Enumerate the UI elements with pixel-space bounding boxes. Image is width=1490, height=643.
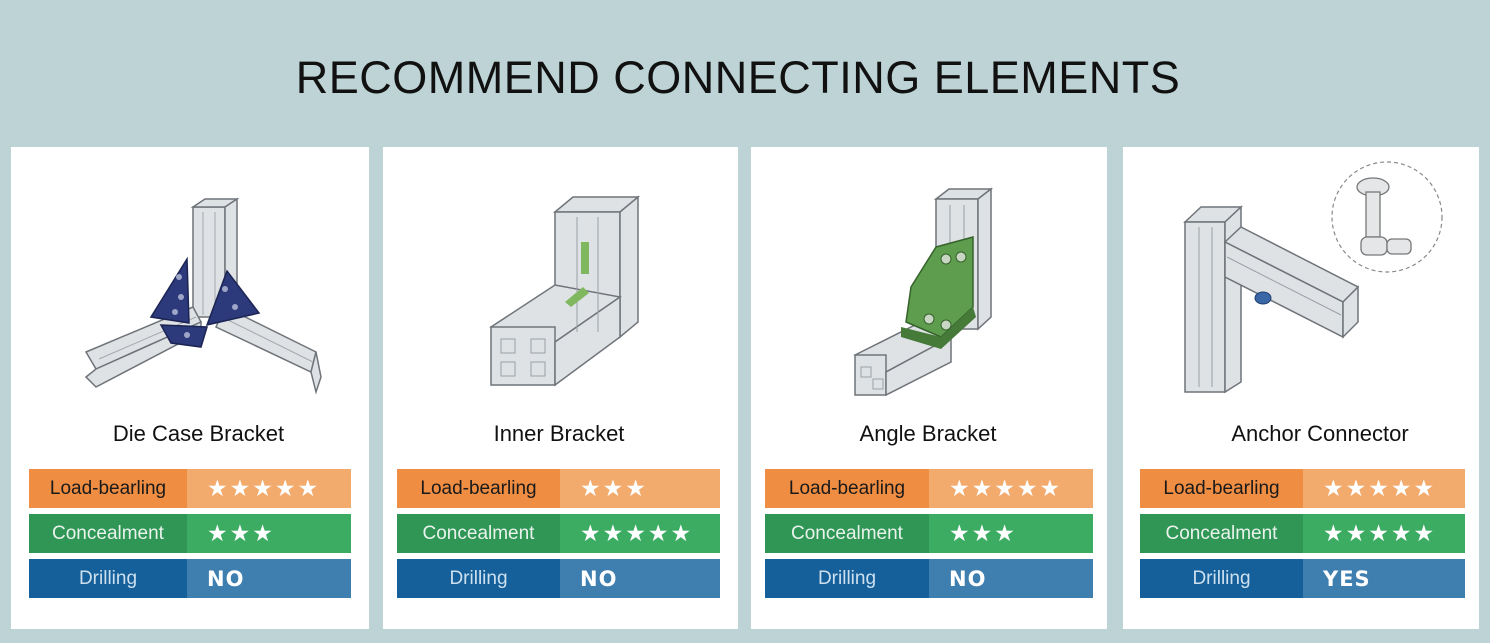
- drilling-row: Drilling NO: [765, 559, 1093, 598]
- load-bearing-row: Load-bearling ★★★: [397, 469, 720, 508]
- drilling-row: Drilling YES: [1140, 559, 1465, 598]
- drilling-label: Drilling: [765, 559, 929, 598]
- drilling-value: NO: [560, 559, 720, 598]
- concealment-label: Concealment: [765, 514, 929, 553]
- inner-bracket-image: [489, 195, 641, 387]
- drilling-label: Drilling: [29, 559, 187, 598]
- drilling-label: Drilling: [1140, 559, 1303, 598]
- load-bearing-rating: ★★★: [560, 469, 720, 508]
- product-card-inner-bracket: Inner Bracket Load-bearling ★★★ Concealm…: [383, 147, 738, 629]
- angle-bracket-image: [853, 187, 994, 397]
- concealment-row: Concealment ★★★: [29, 514, 351, 553]
- drilling-value: NO: [929, 559, 1093, 598]
- load-bearing-row: Load-bearling ★★★★★: [29, 469, 351, 508]
- product-name: Inner Bracket: [493, 421, 625, 446]
- concealment-rating: ★★★★★: [1303, 514, 1465, 553]
- anchor-connector-image: [1183, 161, 1443, 394]
- product-name: Anchor Connector: [1231, 421, 1409, 446]
- drilling-row: Drilling NO: [397, 559, 720, 598]
- drilling-value: NO: [187, 559, 351, 598]
- load-bearing-label: Load-bearling: [1140, 469, 1303, 508]
- load-bearing-label: Load-bearling: [765, 469, 929, 508]
- concealment-rating: ★★★: [929, 514, 1093, 553]
- product-name: Die Case Bracket: [112, 421, 285, 446]
- page-title: RECOMMEND CONNECTING ELEMENTS: [295, 52, 1181, 103]
- concealment-rating: ★★★: [187, 514, 351, 553]
- load-bearing-row: Load-bearling ★★★★★: [765, 469, 1093, 508]
- drilling-row: Drilling NO: [29, 559, 351, 598]
- concealment-row: Concealment ★★★★★: [397, 514, 720, 553]
- load-bearing-rating: ★★★★★: [1303, 469, 1465, 508]
- product-name: Angle Bracket: [859, 421, 997, 446]
- load-bearing-row: Load-bearling ★★★★★: [1140, 469, 1465, 508]
- die-case-bracket-image: [84, 197, 322, 395]
- product-card-die-case-bracket: Die Case Bracket Load-bearling ★★★★★ Con…: [11, 147, 369, 629]
- product-card-anchor-connector: Anchor Connector Load-bearling ★★★★★ Con…: [1123, 147, 1479, 629]
- product-card-angle-bracket: Angle Bracket Load-bearling ★★★★★ Concea…: [751, 147, 1107, 629]
- load-bearing-label: Load-bearling: [397, 469, 560, 508]
- concealment-label: Concealment: [1140, 514, 1303, 553]
- load-bearing-label: Load-bearling: [29, 469, 187, 508]
- drilling-label: Drilling: [397, 559, 560, 598]
- concealment-row: Concealment ★★★★★: [1140, 514, 1465, 553]
- concealment-label: Concealment: [397, 514, 560, 553]
- concealment-label: Concealment: [29, 514, 187, 553]
- drilling-value: YES: [1303, 559, 1465, 598]
- concealment-row: Concealment ★★★: [765, 514, 1093, 553]
- load-bearing-rating: ★★★★★: [187, 469, 351, 508]
- load-bearing-rating: ★★★★★: [929, 469, 1093, 508]
- concealment-rating: ★★★★★: [560, 514, 720, 553]
